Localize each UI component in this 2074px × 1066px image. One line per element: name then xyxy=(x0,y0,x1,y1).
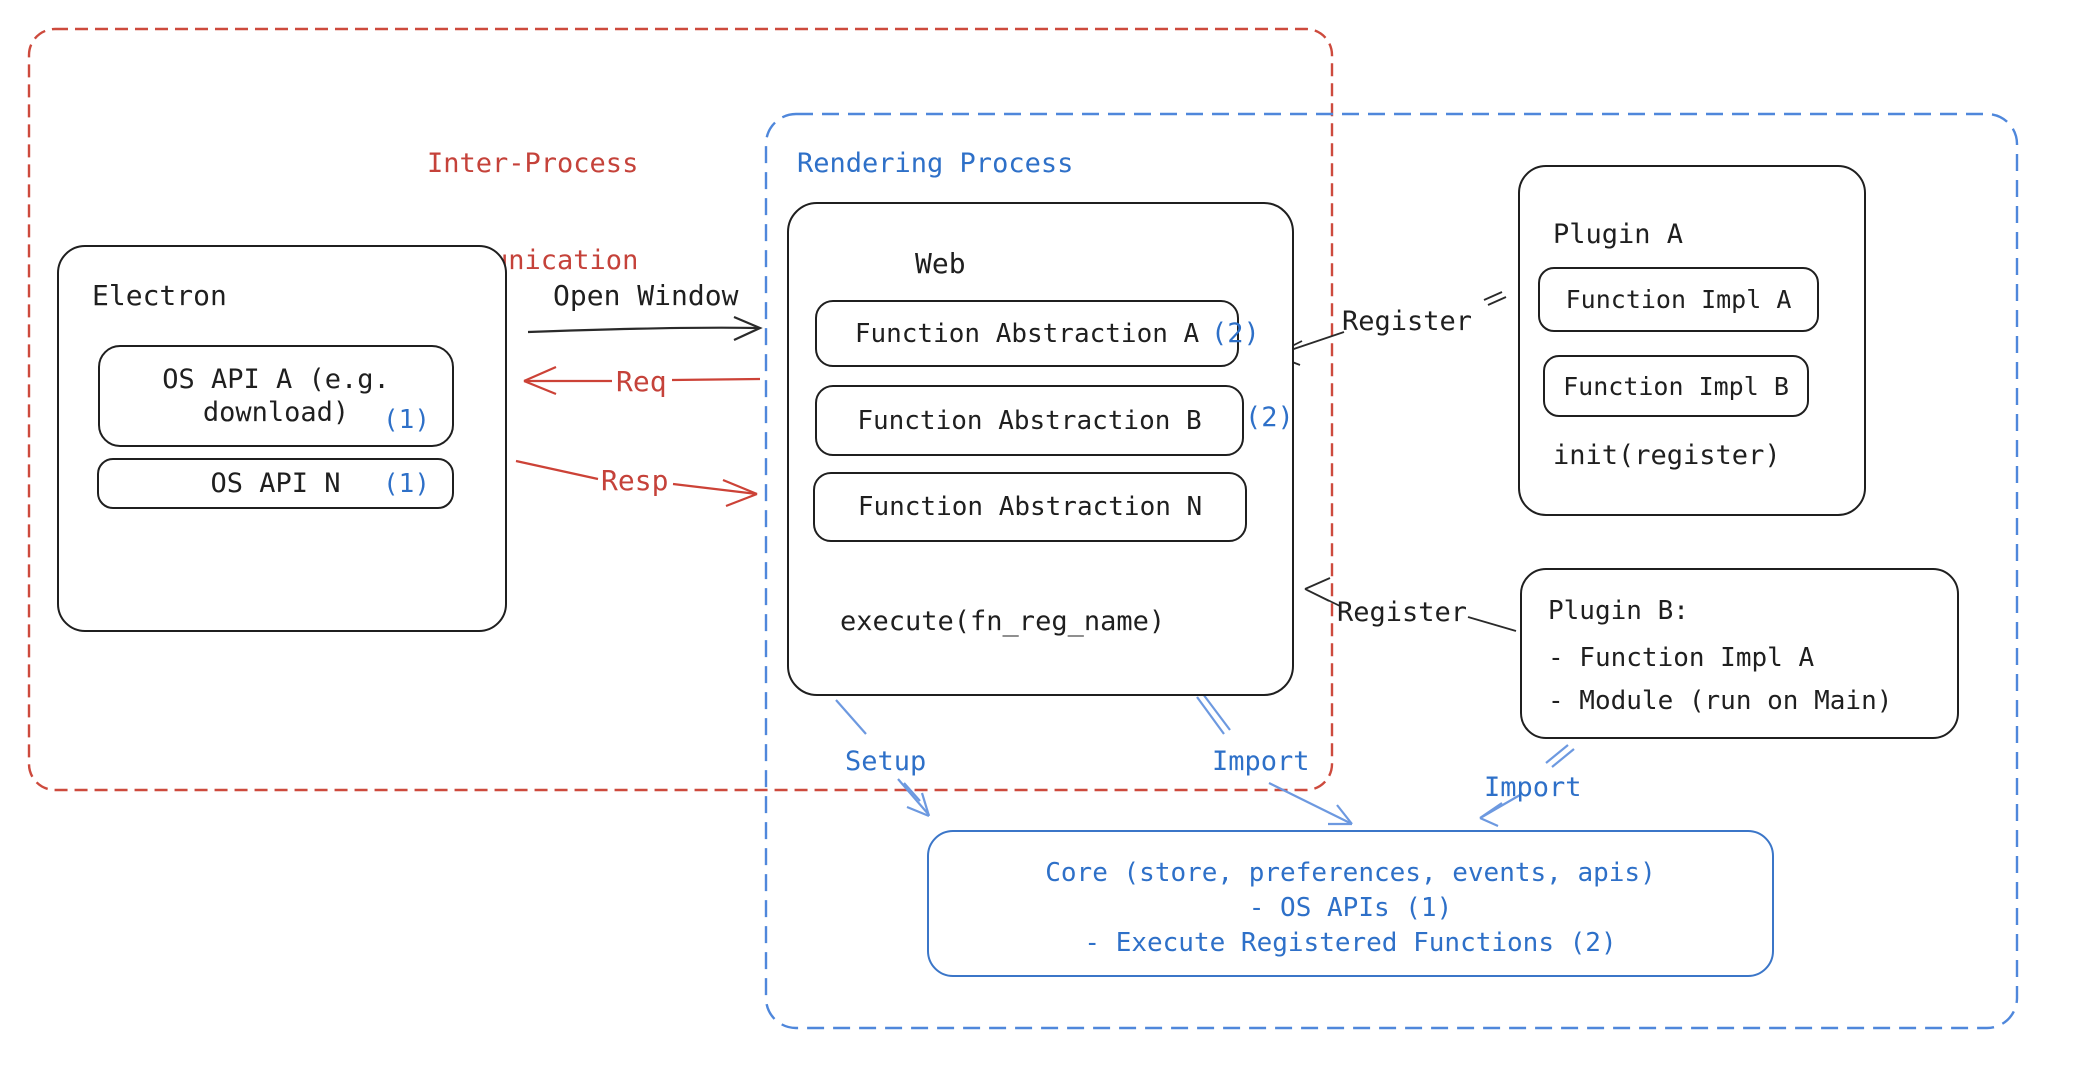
plugin-b-box xyxy=(1520,568,1959,739)
rendering-region-label: Rendering Process xyxy=(797,148,1074,179)
req-label: Req xyxy=(616,365,667,398)
core-box: Core (store, preferences, events, apis) … xyxy=(927,830,1774,977)
web-title: Web xyxy=(915,247,966,280)
plugin-a-impl-a-box: Function Impl A xyxy=(1538,267,1819,332)
import-plugin-label: Import xyxy=(1484,772,1582,803)
plugin-b-impl-a-line: - Function Impl A xyxy=(1548,643,1815,673)
core-line1: Core (store, preferences, events, apis) xyxy=(1045,858,1656,888)
function-abstraction-n-box: Function Abstraction N xyxy=(813,472,1247,542)
resp-label: Resp xyxy=(601,464,669,497)
plugin-a-box xyxy=(1518,165,1866,516)
plugin-a-title: Plugin A xyxy=(1553,219,1684,250)
execute-label: execute(fn_reg_name) xyxy=(840,606,1166,637)
function-abstraction-a-box: Function Abstraction A xyxy=(815,300,1239,367)
plugin-b-module-line: - Module (run on Main) xyxy=(1548,686,1893,716)
os-api-n-box: OS API N (1) xyxy=(97,458,454,509)
plugin-a-impl-b-box: Function Impl B xyxy=(1543,355,1809,417)
ipc-region-label-line1: Inter-Process xyxy=(427,148,639,179)
os-api-a-badge: (1) xyxy=(383,405,430,435)
electron-title: Electron xyxy=(92,279,227,312)
register-top-label: Register xyxy=(1342,306,1473,337)
function-abstraction-a-badge: (2) xyxy=(1211,318,1260,349)
os-api-n-label: OS API N xyxy=(210,468,341,499)
core-line2: - OS APIs (1) xyxy=(1248,893,1453,923)
setup-label: Setup xyxy=(845,746,927,777)
import-web-label: Import xyxy=(1212,746,1310,777)
core-line3: - Execute Registered Functions (2) xyxy=(1084,928,1617,958)
plugin-a-init-label: init(register) xyxy=(1553,440,1781,471)
register-bottom-label: Register xyxy=(1337,597,1468,628)
plugin-b-title: Plugin B: xyxy=(1548,596,1689,626)
function-abstraction-b-box: Function Abstraction B xyxy=(815,385,1244,456)
os-api-a-line1: OS API A (e.g. xyxy=(162,364,390,395)
os-api-a-line2: download) xyxy=(202,397,350,428)
os-api-n-badge: (1) xyxy=(383,468,430,499)
open-window-label: Open Window xyxy=(553,279,739,312)
function-abstraction-b-badge: (2) xyxy=(1245,402,1294,433)
os-api-a-box: OS API A (e.g. download) (1) xyxy=(98,345,454,447)
